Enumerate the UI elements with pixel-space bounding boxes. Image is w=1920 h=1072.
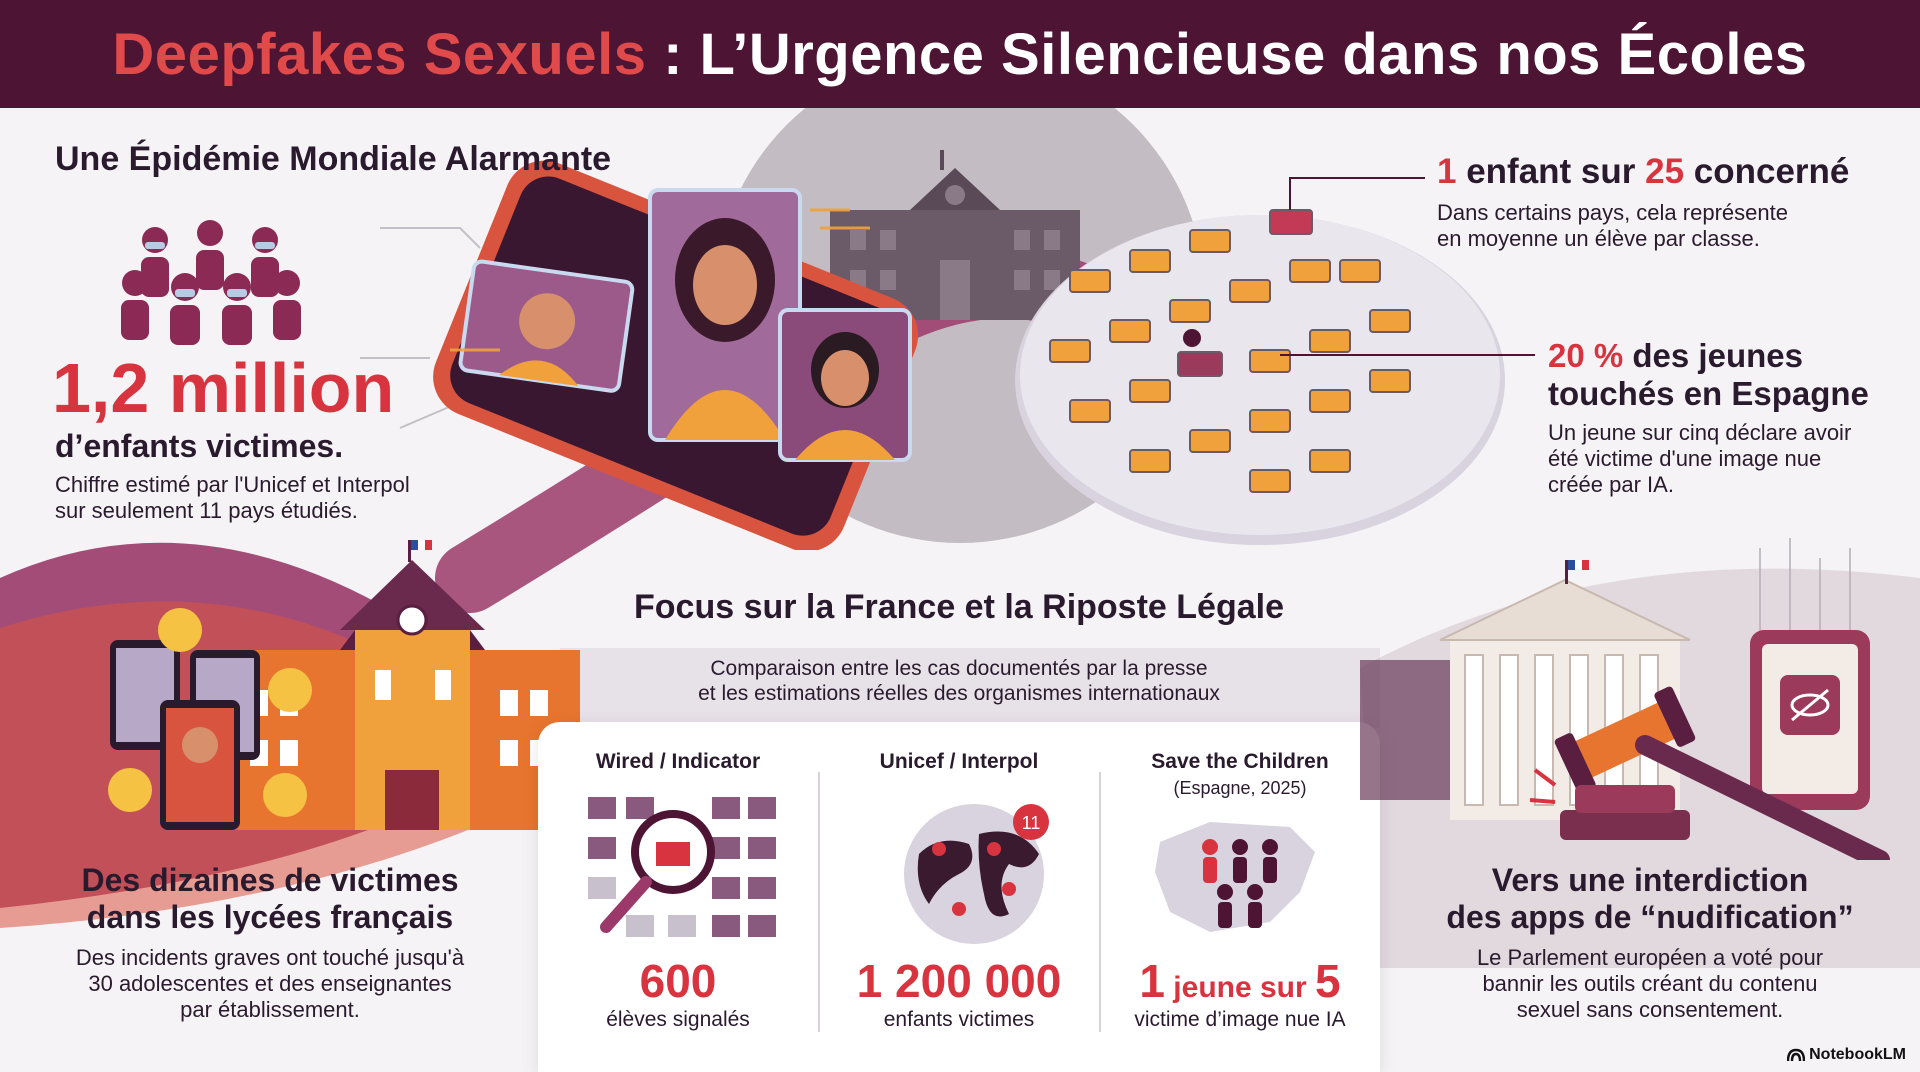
comparison-column-wired: Wired / Indicator 600 élèves signalés (538, 722, 818, 1072)
phone-cards (110, 640, 260, 830)
global-heading: Une Épidémie Mondiale Alarmante (55, 140, 612, 178)
phone-deepfake-illustration (433, 160, 919, 550)
stat-spain-heading: 20 % des jeunes touchés en Espagne (1548, 337, 1869, 412)
children-masked-icon (121, 220, 301, 345)
parliament-gavel-illustration (1360, 560, 1890, 860)
portrait-card-left (458, 259, 635, 393)
french-lycee-illustration (108, 540, 580, 830)
global-big-number: 1,2 million (52, 349, 395, 427)
ban-description: Le Parlement européen a voté pour bannir… (1476, 945, 1824, 1022)
portrait-card-center (648, 188, 802, 442)
column-divider (1099, 772, 1101, 1032)
callout-connectors (1280, 177, 1535, 356)
school-silhouette-icon (830, 150, 1080, 320)
portrait-card-right (778, 308, 912, 462)
ban-heading: Vers une interdiction des apps de “nudif… (1446, 862, 1854, 935)
lycees-description: Des incidents graves ont touché jusqu'à … (75, 945, 465, 1022)
stat-spain-description: Un jeune sur cinq déclare avoir été vict… (1548, 420, 1852, 497)
global-note: Chiffre estimé par l'Unicef et Interpol … (55, 472, 410, 523)
stat-one-in-25: 1 enfant sur 25 concerné (1437, 152, 1850, 191)
column-divider (818, 772, 820, 1032)
comparison-intro: Comparaison entre les cas documentés par… (698, 657, 1220, 705)
save-children-value: 1 jeune sur 5 (1139, 955, 1341, 1007)
header-bar: Deepfakes Sexuels : L’Urgence Silencieus… (0, 0, 1920, 108)
schools-magnifier-icon (588, 797, 776, 937)
france-heading: Focus sur la France et la Riposte Légale (634, 588, 1284, 626)
notebooklm-logo-icon (1787, 1048, 1806, 1062)
stat-one-description: Dans certains pays, cela représente en m… (1437, 200, 1788, 251)
brand-watermark: NotebookLM (1787, 1046, 1906, 1064)
gavel-icon (1554, 686, 1890, 860)
page-title: Deepfakes Sexuels : L’Urgence Silencieus… (112, 21, 1808, 87)
lycees-heading: Des dizaines de victimes dans les lycées… (81, 862, 459, 935)
comparison-card: Wired / Indicator 600 élèves signalés Un… (538, 722, 1380, 1072)
spain-map-people-icon (1155, 822, 1315, 932)
pin-count-badge: 11 (1022, 813, 1041, 833)
highlighted-desk-middle (1177, 351, 1223, 377)
global-big-label: d’enfants victimes. (55, 428, 344, 464)
comparison-column-unicef: Unicef / Interpol 11 1 200 000 enfants v… (856, 750, 1062, 1031)
globe-pins-icon: 11 (904, 804, 1049, 944)
comparison-column-save-children: Save the Children (Espagne, 2025) 1 jeun… (1100, 722, 1380, 1072)
classroom-desks-illustration (1015, 209, 1505, 545)
